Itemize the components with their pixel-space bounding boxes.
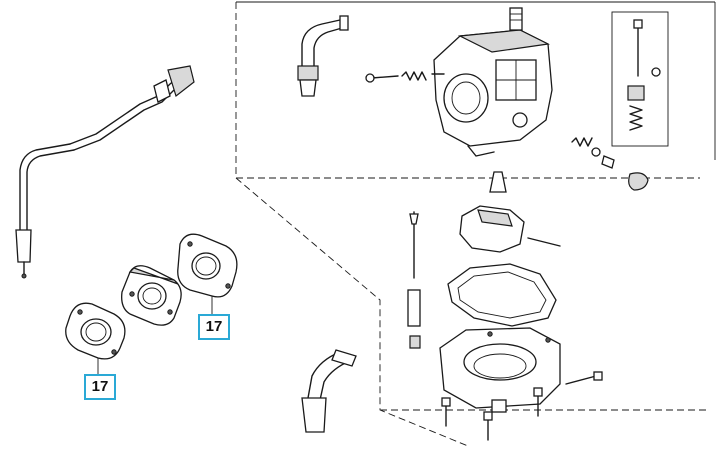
- gasket-bottom: [65, 302, 126, 360]
- idle-screw-assembly: [365, 71, 445, 83]
- float-pin: [489, 171, 507, 193]
- float-chamber-gasket: [447, 263, 557, 327]
- float-chamber: [439, 327, 561, 413]
- callout-label-lower-gasket: 17: [84, 374, 116, 400]
- insulator-block: [121, 265, 182, 326]
- drain-tube: [301, 349, 357, 433]
- choke-cable: [15, 65, 195, 279]
- float: [459, 205, 561, 253]
- callout-label-upper-gasket: 17: [198, 314, 230, 340]
- fuel-hose-upper: [297, 15, 349, 97]
- pilot-screw-assembly: [571, 137, 649, 191]
- main-jet-column: [407, 211, 421, 349]
- carburetor-body: [433, 7, 553, 157]
- jet-kit-inset: [611, 11, 669, 147]
- drain-screws: [441, 371, 603, 441]
- leader-lines: [97, 296, 213, 376]
- assembly-boundary: [235, 1, 716, 447]
- gasket-top: [177, 233, 238, 298]
